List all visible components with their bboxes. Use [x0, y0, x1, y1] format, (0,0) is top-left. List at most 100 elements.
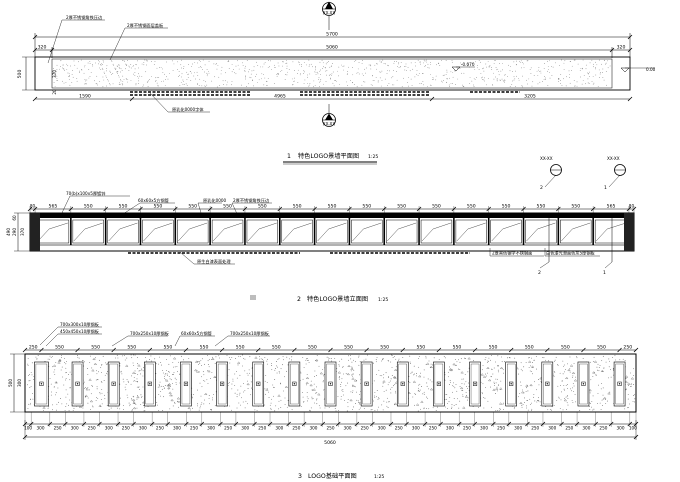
stipple-dot [422, 393, 424, 395]
stipple-dot [454, 387, 456, 389]
stipple-dot [347, 406, 349, 408]
stipple-dot [415, 375, 417, 377]
stipple-dot [350, 374, 352, 376]
stipple-dot [606, 84, 607, 86]
title1-scale: 1:25 [368, 154, 378, 160]
stipple-dot [342, 394, 344, 396]
stipple-dot [339, 376, 340, 378]
stipple-dot [400, 61, 402, 63]
elevation-panel [525, 219, 557, 244]
stipple-dot [517, 367, 519, 369]
stipple-dot [377, 399, 379, 401]
svg-text:2: 2 [540, 185, 543, 191]
plan1-right-margin-dim: 320 [617, 45, 626, 51]
stipple-dot [619, 359, 621, 361]
stipple-dot [467, 65, 468, 67]
stipple-dot [347, 73, 348, 75]
stipple-dot [373, 79, 375, 81]
plan3-bottom-dim-label: 300 [139, 426, 147, 431]
stipple-dot [438, 63, 440, 64]
plan3-bottom-dim-label: 300 [514, 426, 522, 431]
stipple-dot [271, 363, 272, 364]
stipple-dot [123, 408, 125, 410]
stipple-dot [560, 385, 561, 386]
stipple-dot [314, 402, 316, 404]
stipple-dot [625, 389, 627, 391]
stipple-dot [376, 396, 377, 398]
stipple-dot [408, 77, 409, 79]
stipple-dot [504, 361, 505, 363]
stipple-dot [213, 394, 215, 396]
stipple-dot [120, 370, 122, 372]
stipple-dot [577, 63, 579, 65]
stipple-dot [320, 69, 321, 71]
stipple-dot [521, 370, 523, 372]
stipple-dot [460, 62, 461, 64]
stipple-dot [536, 389, 537, 391]
stipple-dot [430, 85, 432, 86]
stipple-dot [425, 355, 427, 357]
stipple-dot [109, 84, 111, 86]
stipple-dot [562, 409, 564, 411]
stipple-dot [117, 407, 118, 409]
stipple-dot [499, 408, 501, 410]
section-marker-2: 2 XX-XX [540, 156, 562, 191]
stipple-aggregate [600, 369, 604, 372]
foundation-plate-inner [145, 363, 154, 405]
stipple-dot [101, 67, 103, 69]
stipple-dot [221, 66, 223, 68]
stipple-dot [376, 374, 377, 375]
stipple-aggregate [98, 404, 102, 407]
stipple-dot [268, 391, 269, 393]
stipple-dot [30, 398, 31, 400]
stipple-dot [146, 82, 148, 83]
stipple-dot [85, 80, 86, 82]
stipple-dot [319, 407, 321, 409]
plan3-bottom-dim-label: 300 [412, 426, 420, 431]
stipple-dot [540, 72, 542, 74]
stipple-dot [174, 402, 176, 404]
stipple-dot [137, 381, 139, 382]
plan3-top-dim-label: 550 [127, 345, 136, 351]
stipple-dot [302, 357, 304, 359]
stipple-dot [66, 403, 68, 405]
stipple-dot [451, 61, 453, 63]
stipple-aggregate [350, 367, 354, 370]
stipple-dot [547, 409, 549, 411]
stipple-dot [588, 83, 590, 84]
stipple-dot [286, 356, 288, 358]
stipple-dot [452, 83, 453, 84]
stipple-dot [612, 356, 613, 358]
stipple-dot [497, 369, 499, 371]
stipple-dot [365, 67, 367, 69]
stipple-dot [311, 398, 313, 400]
stipple-dot [428, 360, 430, 362]
stipple-dot [522, 86, 523, 88]
stipple-dot [426, 385, 428, 387]
stipple-dot [248, 69, 250, 70]
stipple-dot [459, 369, 461, 370]
stipple-dot [210, 409, 212, 410]
stipple-dot [181, 67, 182, 69]
stipple-dot [197, 405, 198, 407]
stipple-dot [242, 65, 244, 66]
stipple-dot [487, 372, 488, 374]
stipple-dot [237, 64, 239, 66]
stipple-dot [308, 85, 310, 87]
stipple-dot [126, 394, 128, 396]
stipple-dot [329, 358, 331, 359]
stipple-dot [198, 364, 200, 365]
stipple-dot [158, 410, 160, 411]
stipple-dot [81, 359, 83, 361]
stipple-dot [561, 85, 563, 86]
plan3-top-dim-label: 550 [200, 345, 209, 351]
stipple-dot [383, 63, 385, 64]
stipple-dot [608, 377, 609, 379]
stipple-dot [529, 403, 531, 405]
stipple-dot [540, 381, 542, 382]
stipple-dot [126, 64, 128, 66]
stipple-dot [426, 396, 427, 398]
stipple-dot [446, 398, 448, 400]
stipple-dot [394, 61, 395, 62]
stipple-dot [268, 397, 270, 398]
